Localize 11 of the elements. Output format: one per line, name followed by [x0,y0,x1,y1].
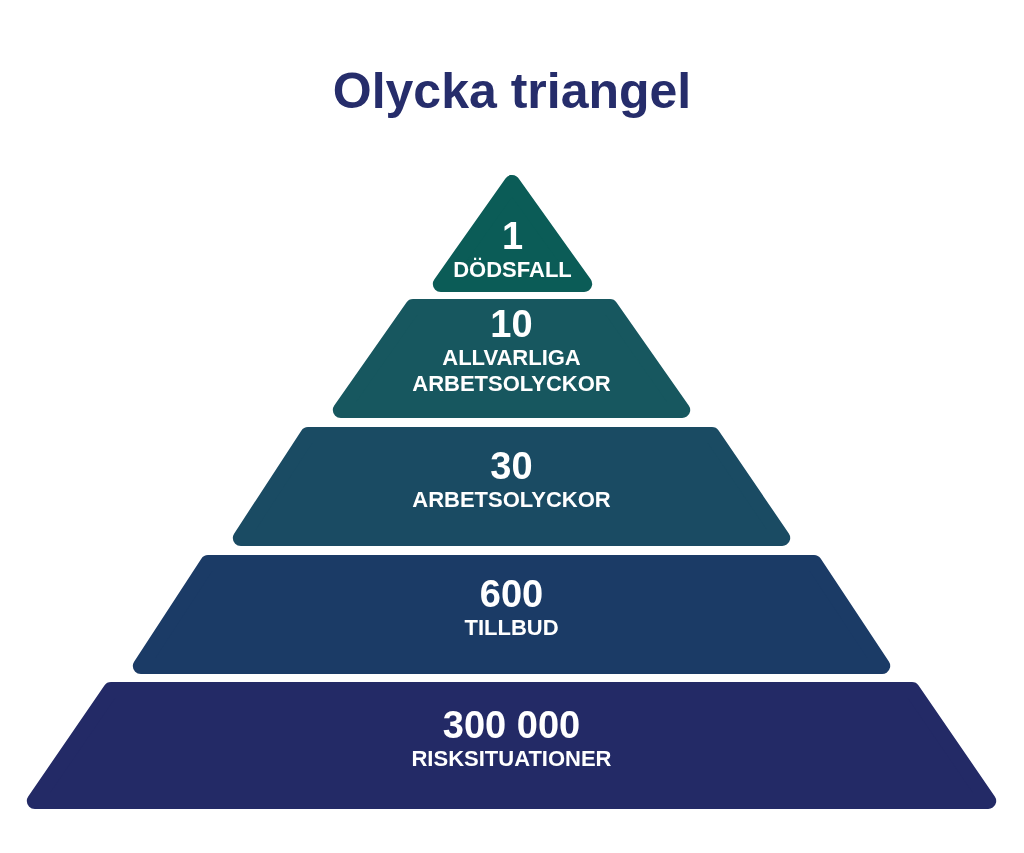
title: Olycka triangel [331,62,693,120]
tier-label: ALLVARLIGA ARBETSOLYCKOR [411,345,612,397]
tier-label: TILLBUD [464,615,559,641]
tier-label: RISKSITUATIONER [411,746,612,772]
tier-count: 10 [490,303,533,345]
tier-label: DÖDSFALL [453,257,572,283]
tier-count: 1 [501,215,524,257]
tier-count: 30 [490,445,533,487]
tier-count: 600 [479,573,544,615]
tier-label: ARBETSOLYCKOR [412,487,611,513]
tier-count: 300 000 [442,704,581,746]
